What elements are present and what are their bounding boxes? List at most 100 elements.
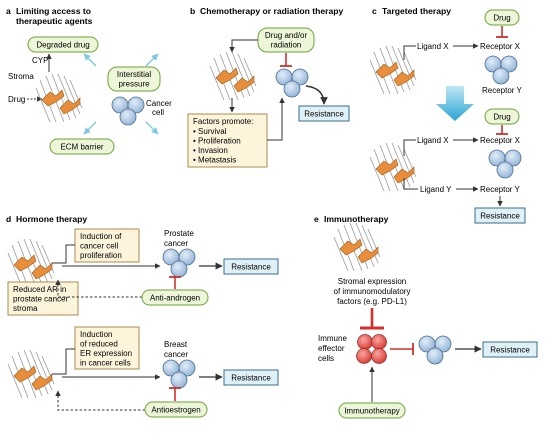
stroma-illustration-d1	[7, 238, 55, 288]
induction-er-box	[74, 326, 140, 370]
ecm-barrier-label: ECM barrier	[60, 143, 103, 152]
cyp-label: CYP	[32, 56, 48, 65]
factors-title: Factors promote:	[193, 117, 253, 126]
stroma-to-ligand-x-line	[403, 45, 416, 60]
stroma-illustration-a	[35, 73, 83, 123]
antiandrogen-dashed-arrow	[55, 279, 142, 298]
factor-bullet-3: • Invasion	[193, 146, 228, 155]
drug-radiation-label-line2: radiation	[271, 41, 302, 50]
resistance-box-c	[474, 207, 526, 224]
drug-label: Drug	[8, 95, 25, 104]
drug-to-stroma-arrow	[229, 39, 258, 53]
panel-c: c Targeted therapy Drug Ligand X Recepto…	[369, 6, 526, 224]
drug-label-c1: Drug	[493, 14, 510, 23]
pressure-arrow-se	[145, 121, 159, 135]
panel-e: e Immunotherapy Stromal expression of im…	[314, 214, 538, 419]
reduced-ar-box	[7, 281, 79, 316]
receptor-y-label-2: Receptor Y	[480, 185, 521, 194]
panel-d-title: Hormone therapy	[16, 214, 87, 224]
panel-b-title: Chemotherapy or radiation therapy	[200, 6, 343, 16]
stromal-line2: of immunomodulatory	[334, 287, 411, 296]
immune-cell-cluster	[356, 334, 387, 364]
panel-d: d Hormone therapy Induction of cancer ce…	[6, 214, 279, 418]
panel-c-title: Targeted therapy	[382, 6, 451, 16]
pressure-arrow-ne	[145, 53, 159, 67]
cancer-cell-cluster-b	[275, 68, 309, 98]
pressure-arrow-nw	[83, 53, 97, 67]
induction-2-line4: in cancer cells	[80, 359, 131, 368]
panel-a: a Limiting access to therapeutic agents …	[6, 6, 172, 155]
resistance-label-b: Resistance	[304, 110, 344, 119]
induction-2-line3: ER expression	[80, 349, 132, 358]
cells-to-resistance-arrow	[305, 85, 328, 105]
cancer-cell-cluster-breast	[162, 359, 196, 389]
factor-item-2: Proliferation	[198, 137, 241, 146]
immune-line2: effector	[318, 344, 345, 353]
stromal-line1: Stromal expression	[338, 277, 406, 286]
resistance-label-e: Resistance	[490, 346, 530, 355]
resistance-box-d1	[223, 258, 279, 275]
stroma-to-induction-er-line	[52, 348, 75, 375]
receptor-y-label-1: Receptor Y	[482, 86, 523, 95]
degraded-drug-box	[27, 36, 99, 53]
interstitial-pressure-box	[107, 66, 161, 92]
panel-a-title-line2: therapeutic agents	[16, 16, 93, 26]
induction-1-line1: Induction of	[80, 232, 122, 241]
stroma-to-ligand-x-line-2	[403, 139, 416, 156]
pressure-arrow-sw	[83, 121, 97, 135]
ecm-barrier-box	[49, 138, 115, 155]
resistance-box-e	[482, 341, 538, 358]
stromal-line3: factors (e.g. PD-L1)	[337, 297, 407, 306]
ligand-x-label-2: Ligand X	[417, 136, 449, 145]
reduced-ar-line1: Reduced AR in	[13, 285, 66, 294]
immunotherapy-label: Immunotherapy	[344, 407, 400, 416]
degraded-drug-label: Degraded drug	[36, 41, 89, 50]
immune-line3: cells	[318, 354, 334, 363]
drug-box-c2	[484, 108, 520, 125]
factor-item-3: Invasion	[198, 146, 228, 155]
induction-1-line2: cancer cell	[80, 242, 118, 251]
interstitial-label-line1: Interstitial	[117, 70, 151, 79]
panel-d-letter: d	[6, 214, 11, 224]
immunotherapy-box	[338, 402, 406, 419]
antioestrogen-dashed-arrow	[55, 390, 145, 411]
induction-1-line3: proliferation	[80, 251, 122, 260]
panel-e-letter: e	[314, 214, 319, 224]
cancer-cell-label-line2: cell	[152, 108, 164, 117]
antioestrogen-label: Antioestrogen	[151, 406, 200, 415]
factor-item-1: Survival	[198, 127, 227, 136]
immune-line1: Immune	[318, 334, 347, 343]
panel-e-title: Immunotherapy	[324, 214, 389, 224]
antioestrogen-box	[144, 401, 208, 418]
antiandrogen-box	[141, 289, 209, 306]
panel-b: b Chemotherapy or radiation therapy Drug…	[187, 6, 350, 168]
stroma-illustration-c2	[369, 142, 417, 192]
cancer-cell-label-line1: Cancer	[146, 99, 172, 108]
reduced-ar-line3: stroma	[13, 304, 38, 313]
stroma-to-induction-line	[52, 244, 75, 264]
stroma-illustration-e	[333, 222, 381, 272]
resistance-box-d2	[223, 369, 279, 386]
breast-label-line1: Breast	[164, 340, 188, 349]
cancer-cell-cluster-a	[111, 96, 145, 126]
stroma-illustration-d2	[7, 349, 55, 399]
prostate-label-line1: Prostate	[164, 229, 194, 238]
cancer-cell-cluster-e	[418, 335, 452, 365]
stroma-label: Stroma	[8, 72, 34, 81]
panel-a-title-line1: Limiting access to	[16, 6, 91, 16]
factor-item-4: Metastasis	[198, 156, 236, 165]
factor-bullet-4: • Metastasis	[193, 156, 236, 165]
factor-bullet-2: • Proliferation	[193, 137, 241, 146]
breast-label-line2: cancer	[164, 350, 188, 359]
receptor-x-label-1: Receptor X	[480, 42, 521, 51]
ligand-y-label: Ligand Y	[420, 185, 452, 194]
resistance-label-d2: Resistance	[231, 374, 271, 383]
ligand-x-label-1: Ligand X	[417, 42, 449, 51]
transition-arrow	[436, 86, 474, 121]
resistance-label-d1: Resistance	[231, 263, 271, 272]
cancer-cell-cluster-prostate	[162, 248, 196, 278]
cancer-cell-cluster-c1	[484, 55, 518, 85]
factor-bullet-1: • Survival	[193, 127, 227, 136]
